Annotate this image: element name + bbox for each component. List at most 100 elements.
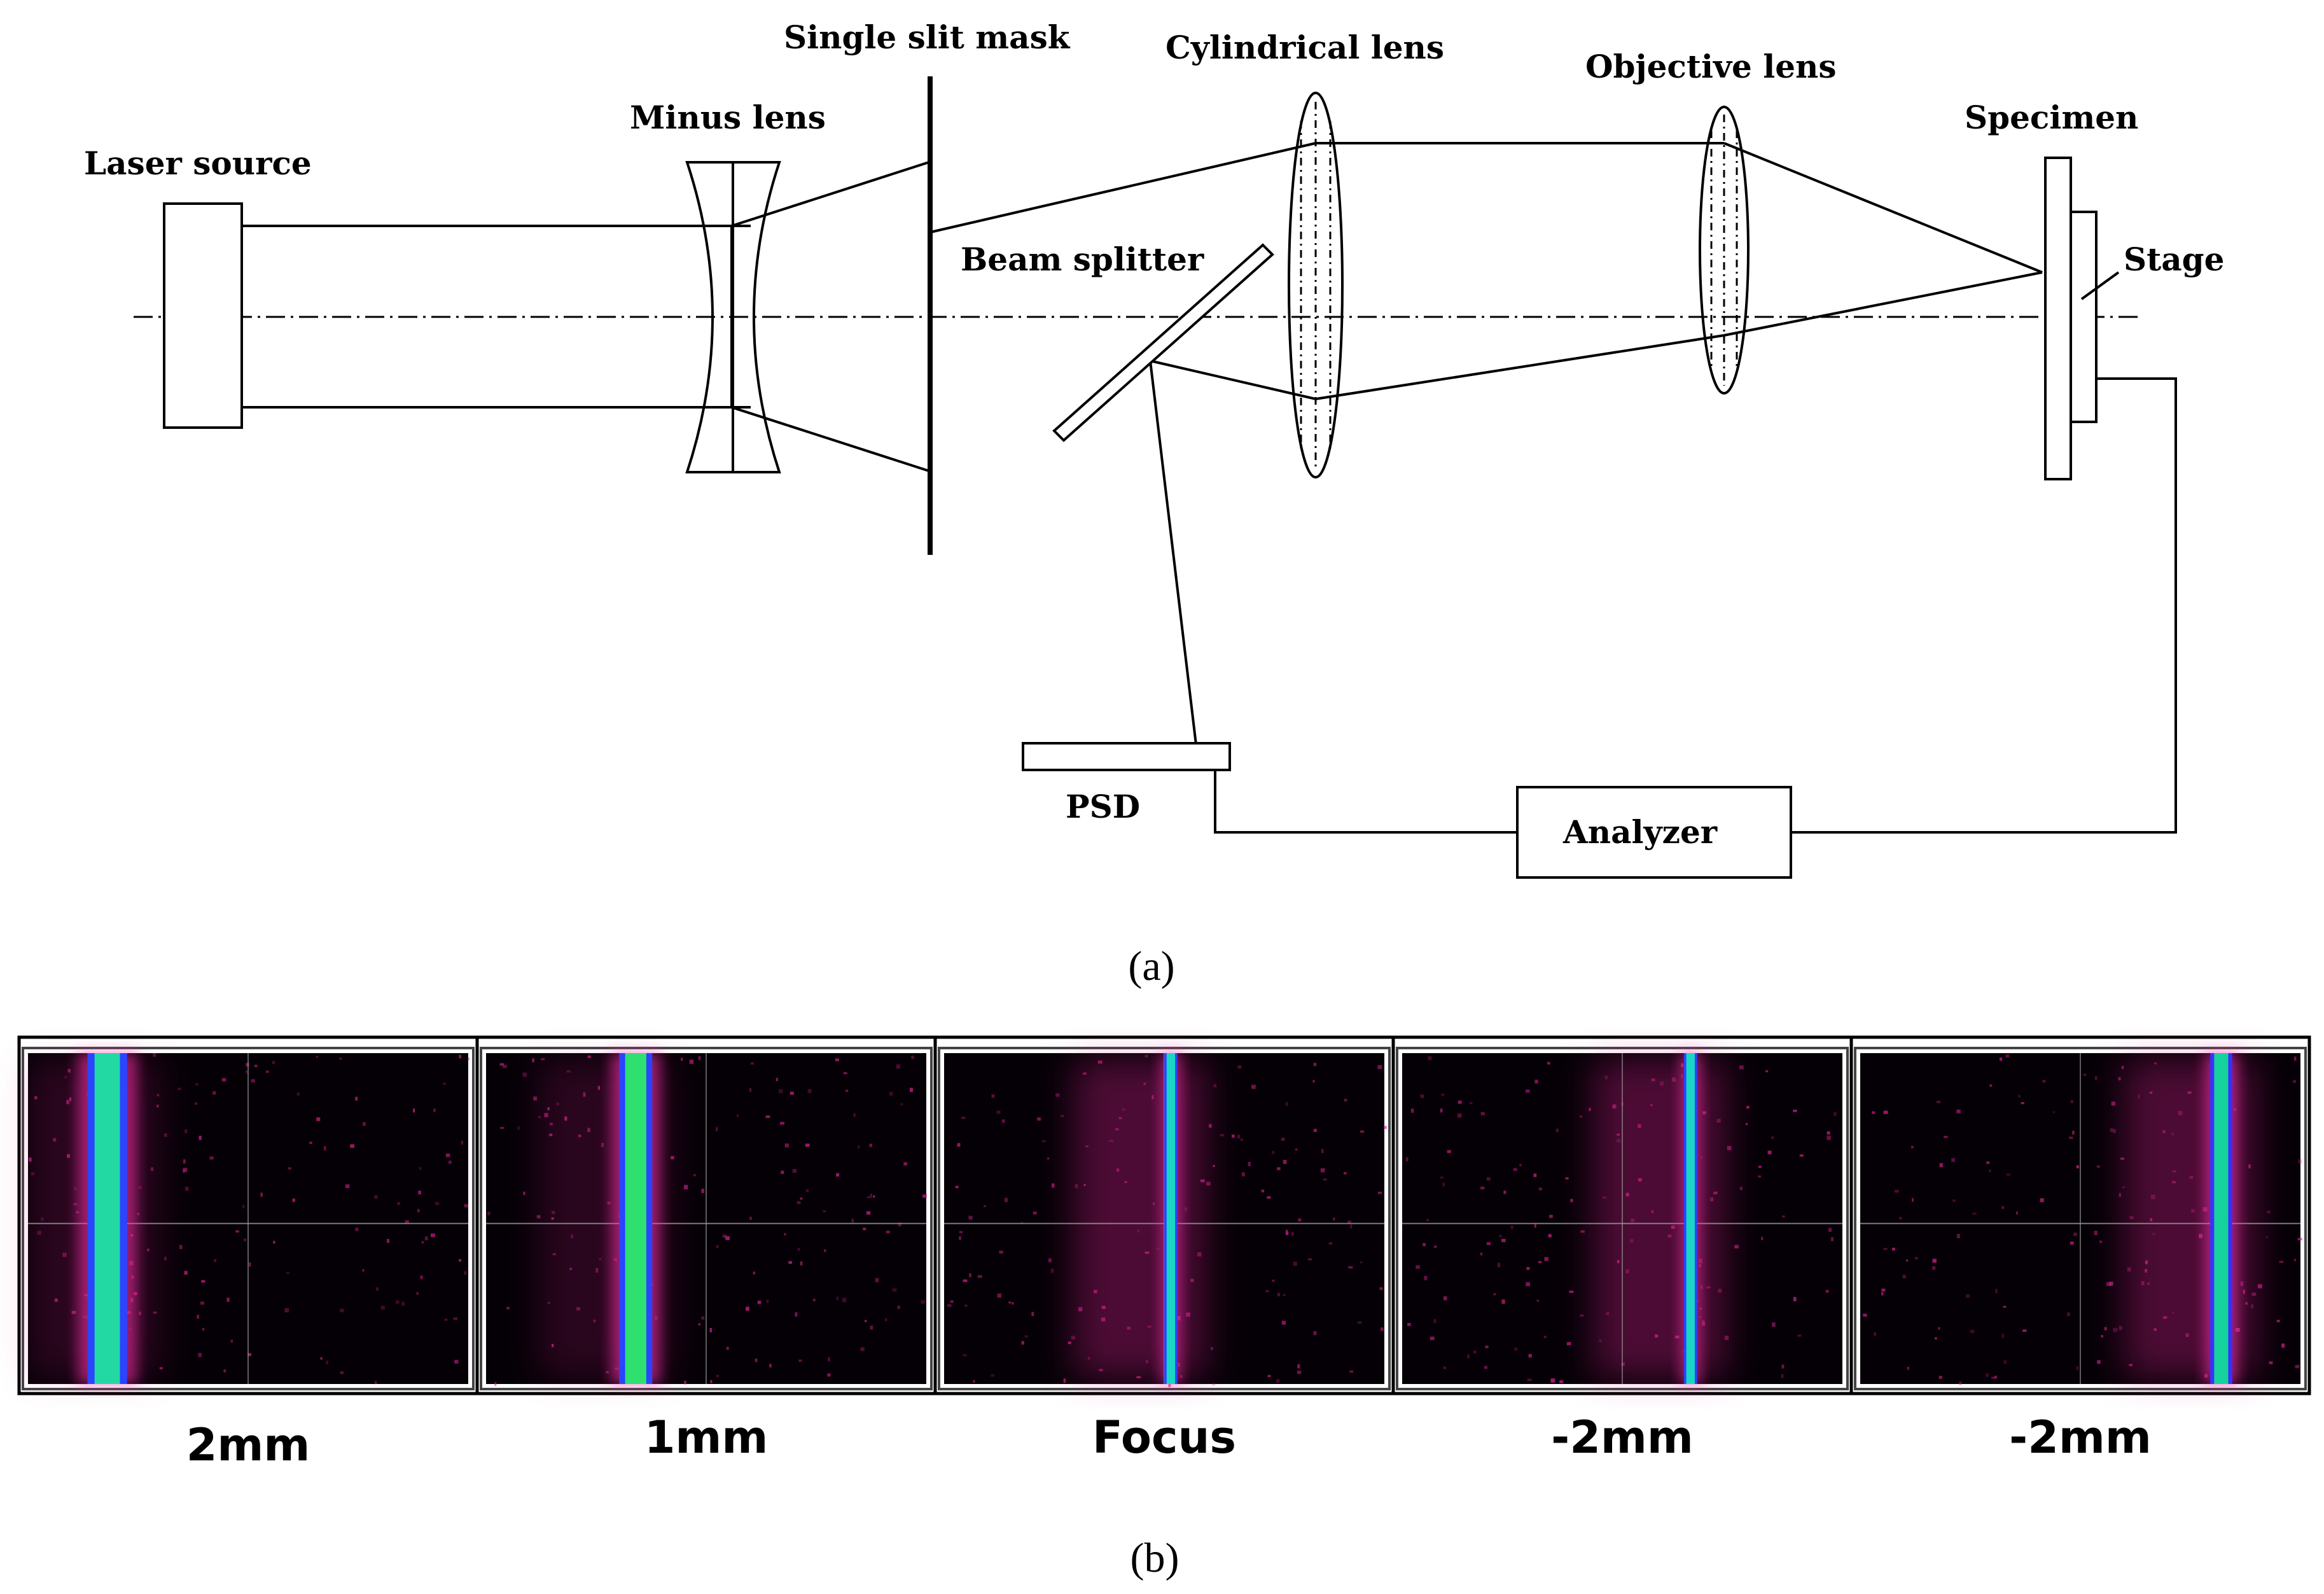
speckle xyxy=(1122,1108,1125,1111)
speckle xyxy=(2073,1233,2077,1236)
speckle xyxy=(2147,1282,2150,1285)
speckle xyxy=(1085,1145,1089,1148)
speckle xyxy=(1146,1360,1148,1364)
speckle xyxy=(1360,1130,1365,1133)
speckle xyxy=(464,1204,468,1208)
speckle xyxy=(1874,1332,1876,1336)
speckle xyxy=(184,1271,188,1275)
speckle xyxy=(778,1089,783,1093)
label-single-slit-mask: Single slit mask xyxy=(784,18,1071,56)
speckle xyxy=(792,1169,797,1173)
speckle xyxy=(1312,1080,1315,1083)
panel-label: 1mm xyxy=(644,1411,769,1464)
speckle xyxy=(595,1268,599,1273)
speckle xyxy=(845,1089,849,1092)
speckle xyxy=(1052,1183,1055,1188)
speckle xyxy=(288,1167,291,1170)
speckle xyxy=(1617,1138,1621,1143)
speckle xyxy=(212,1091,216,1095)
speckle xyxy=(226,1297,230,1302)
speckle xyxy=(1082,1072,1087,1075)
speckle xyxy=(138,1186,142,1189)
speckle xyxy=(1443,1296,1447,1301)
speckle xyxy=(1498,1234,1503,1238)
speckle xyxy=(1379,1287,1384,1290)
speckle xyxy=(494,1381,497,1387)
speckle xyxy=(2150,1218,2153,1222)
speckle xyxy=(1944,1136,1948,1138)
speckle xyxy=(790,1091,794,1095)
speckle xyxy=(552,1253,556,1255)
speckle xyxy=(1863,1313,1867,1317)
speckle xyxy=(1145,1251,1150,1254)
speckle xyxy=(1781,1374,1784,1378)
speckle xyxy=(1781,1364,1785,1369)
speckle xyxy=(1011,1302,1014,1305)
speckle xyxy=(910,1087,913,1093)
speckle xyxy=(780,1122,784,1125)
speckle xyxy=(1099,1369,1103,1371)
speckle xyxy=(886,1231,891,1234)
speckle xyxy=(784,1143,789,1148)
speckle xyxy=(2001,1206,2004,1209)
speckle xyxy=(798,1359,802,1362)
speckle xyxy=(1200,1179,1205,1182)
speckle xyxy=(1423,1243,1426,1247)
speckle xyxy=(197,1315,200,1319)
speckle xyxy=(1907,1366,1909,1370)
speckle xyxy=(1727,1145,1732,1150)
speckle xyxy=(272,1061,275,1064)
speckle xyxy=(1307,1258,1312,1261)
speckle xyxy=(999,1250,1003,1254)
speckle xyxy=(53,1138,57,1142)
speckle xyxy=(1525,1089,1530,1093)
speckle xyxy=(2191,1208,2195,1213)
speckle xyxy=(541,1058,545,1061)
speckle xyxy=(1952,1199,1956,1202)
speckle xyxy=(911,1056,914,1059)
speckle xyxy=(419,1167,422,1170)
laser-source-box xyxy=(163,202,243,429)
speckle xyxy=(1797,1334,1802,1337)
speckle xyxy=(1493,1293,1496,1296)
speckle xyxy=(164,1257,167,1261)
analyzer-box xyxy=(1516,786,1792,879)
speckle xyxy=(179,1245,183,1249)
speckle xyxy=(1538,1261,1541,1264)
beam-core xyxy=(1686,1053,1695,1384)
speckle xyxy=(1533,1173,1537,1177)
speckle xyxy=(549,1122,553,1126)
speckle xyxy=(715,1127,718,1131)
speckle xyxy=(1041,1140,1046,1142)
speckle xyxy=(2245,1302,2248,1305)
beam-core xyxy=(2214,1053,2229,1384)
speckle xyxy=(1956,1109,1961,1114)
speckle-haze xyxy=(1074,1059,1206,1378)
speckle xyxy=(1055,1093,1060,1097)
speckle xyxy=(597,1086,601,1090)
speckle xyxy=(1212,1383,1216,1386)
speckle xyxy=(1746,1105,1750,1109)
speckle xyxy=(1410,1108,1414,1113)
speckle xyxy=(1724,1336,1729,1340)
speckle xyxy=(1654,1334,1659,1338)
speckle xyxy=(2185,1333,2189,1338)
speckle xyxy=(2276,1320,2280,1322)
speckle xyxy=(2150,1194,2155,1199)
speckle xyxy=(2003,1360,2007,1364)
speckle xyxy=(1621,1362,1625,1366)
speckle xyxy=(1473,1350,1477,1354)
speckle xyxy=(2122,1186,2125,1189)
speckle xyxy=(898,1222,901,1227)
speckle xyxy=(1101,1317,1106,1322)
speckle xyxy=(34,1096,38,1100)
speckle xyxy=(137,1213,139,1215)
speckle xyxy=(1267,1374,1271,1378)
speckle xyxy=(1543,1336,1547,1338)
speckle xyxy=(1881,1292,1884,1296)
speckle xyxy=(1782,1215,1785,1218)
speckle xyxy=(1440,1177,1444,1179)
speckle xyxy=(2243,1289,2245,1294)
speckle xyxy=(1826,1135,1832,1140)
speckle xyxy=(1910,1145,1914,1149)
